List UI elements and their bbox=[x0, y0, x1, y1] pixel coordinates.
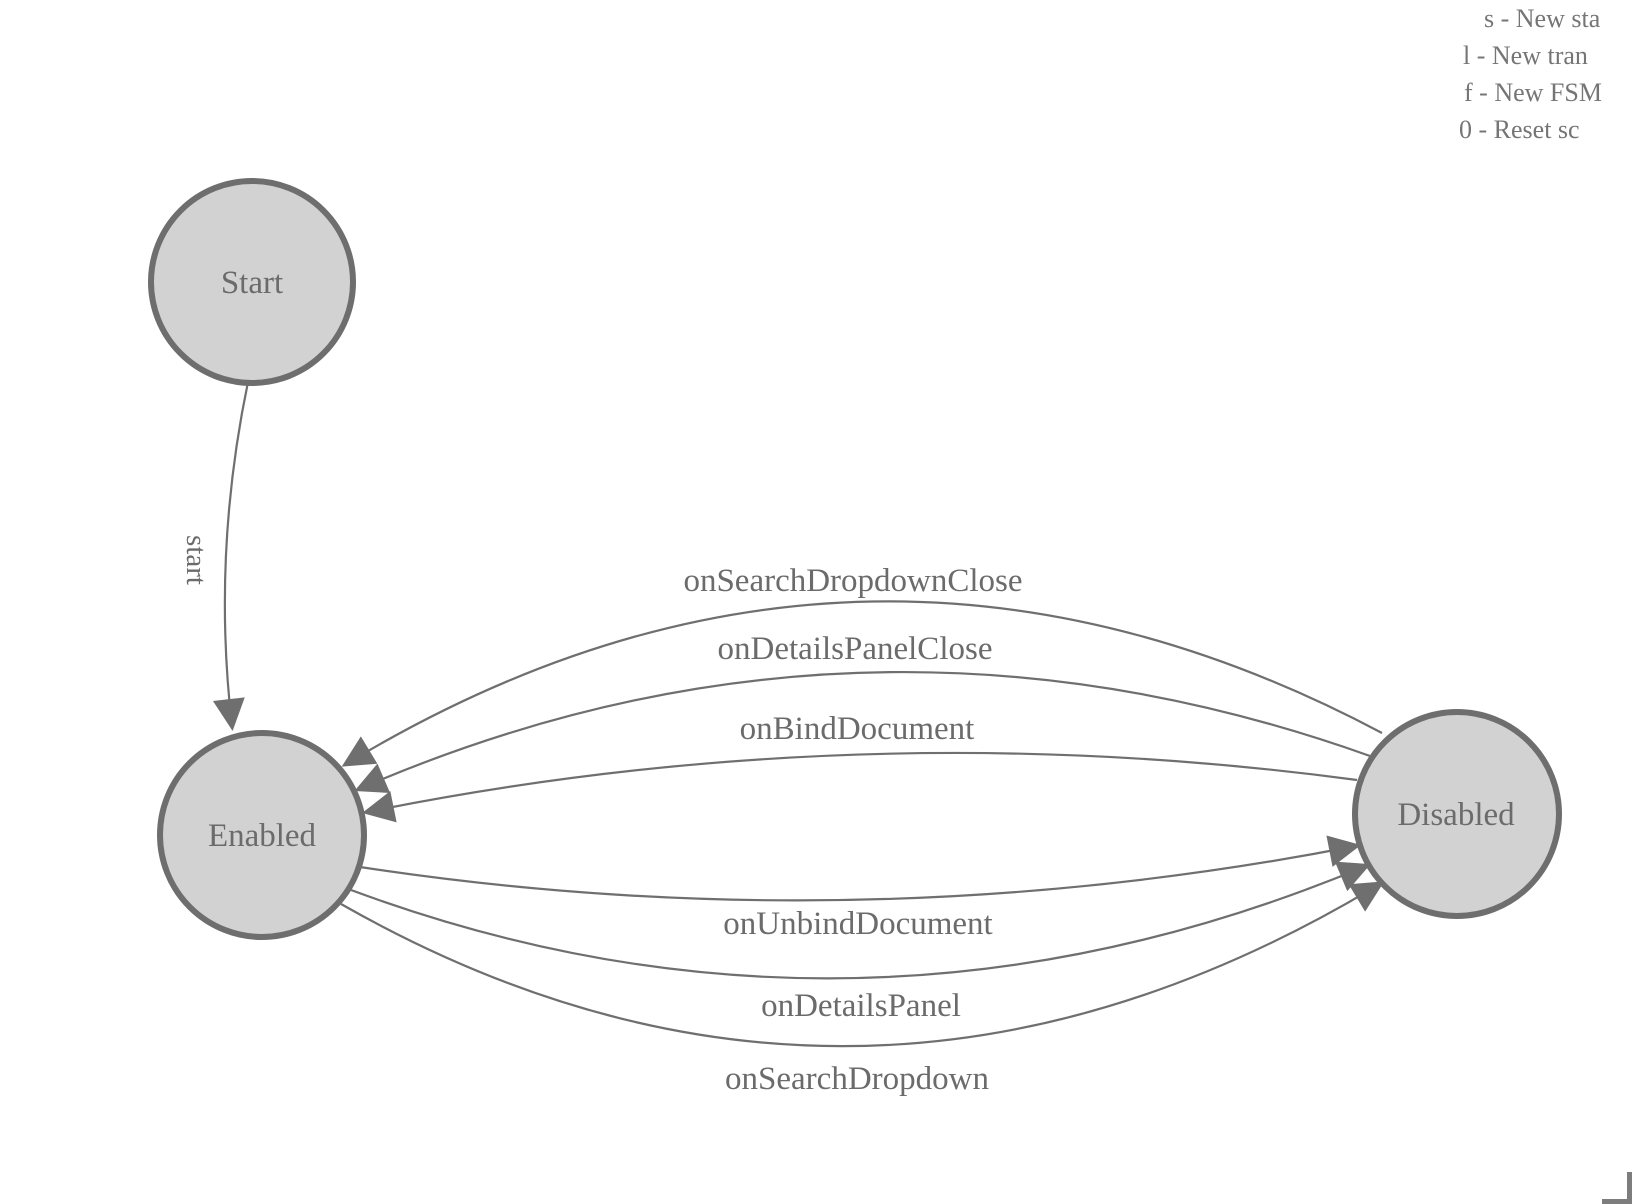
hint-new-transition: l - New tran bbox=[1463, 41, 1588, 70]
transition-onSearchDropdownClose[interactable] bbox=[341, 600, 1383, 767]
transition-onUnbindDocument[interactable] bbox=[359, 835, 1361, 902]
hint-new-state: s - New sta bbox=[1484, 4, 1601, 33]
transition-onBindDocument[interactable] bbox=[362, 751, 1358, 823]
edge-label-onSearchDropdownClose: onSearchDropdownClose bbox=[683, 563, 1022, 599]
state-enabled[interactable] bbox=[157, 730, 367, 940]
states-layer: Start Enabled Disabled bbox=[148, 178, 1562, 940]
edge-label-start: start bbox=[180, 535, 212, 585]
canvas-corner-vertical-bar bbox=[1627, 1172, 1632, 1204]
transition-onSearchDropdown[interactable] bbox=[340, 881, 1385, 1048]
state-disabled[interactable] bbox=[1352, 709, 1562, 919]
edge-label-onBindDocument: onBindDocument bbox=[740, 711, 975, 747]
edge-label-onUnbindDocument: onUnbindDocument bbox=[723, 906, 992, 942]
transition-onDetailsPanel[interactable] bbox=[350, 861, 1371, 980]
transition-start[interactable] bbox=[212, 381, 250, 731]
state-enabled-label: Enabled bbox=[208, 818, 317, 854]
hint-reset: 0 - Reset sc bbox=[1459, 115, 1580, 144]
state-start-label: Start bbox=[221, 265, 283, 301]
transition-onDetailsPanelClose[interactable] bbox=[354, 670, 1371, 793]
edge-label-onDetailsPanelClose: onDetailsPanelClose bbox=[718, 631, 993, 667]
edge-labels-layer: start onSearchDropdownClose onDetailsPan… bbox=[180, 535, 1023, 1097]
hint-new-fsm: f - New FSM bbox=[1464, 78, 1602, 107]
edge-label-onDetailsPanel: onDetailsPanel bbox=[761, 988, 961, 1024]
transitions-layer bbox=[212, 381, 1385, 1048]
state-start[interactable] bbox=[148, 178, 356, 386]
canvas-corner-horizontal-bar bbox=[1602, 1199, 1632, 1204]
state-disabled-label: Disabled bbox=[1397, 797, 1515, 833]
edge-label-onSearchDropdown: onSearchDropdown bbox=[725, 1061, 989, 1097]
